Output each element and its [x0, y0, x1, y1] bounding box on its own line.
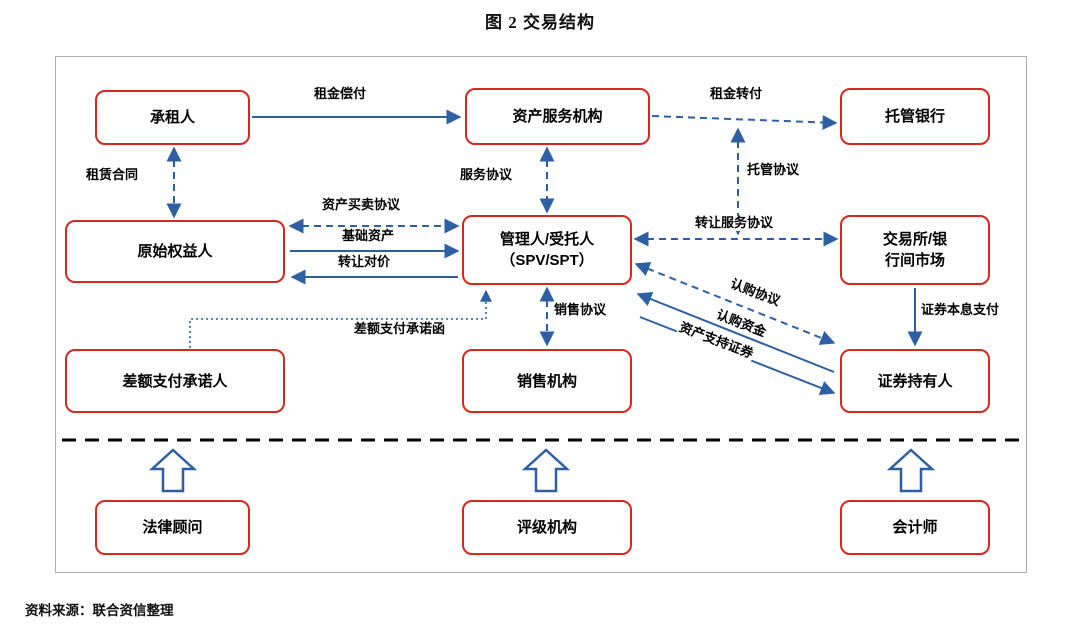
node-security-holders-label: 证券持有人 [877, 372, 953, 390]
edge-label-rent-payment: 租金偿付 [312, 86, 369, 102]
node-shortfall-guarantor: 差额支付承诺人 [65, 349, 285, 413]
node-legal-counsel-label: 法律顾问 [142, 519, 203, 536]
node-accountant-label: 会计师 [892, 519, 938, 536]
figure-title: 图 2 交易结构 [485, 13, 595, 32]
node-sales-agency-label: 销售机构 [516, 372, 577, 390]
edge-label-shortfall-commitment-letter: 差额支付承诺函 [352, 321, 448, 337]
edge-label-service-agreement: 服务协议 [458, 167, 515, 183]
node-asset-servicer-label: 资产服务机构 [512, 108, 603, 125]
node-originator: 原始权益人 [65, 220, 285, 283]
node-rating-agency-label: 评级机构 [516, 519, 577, 536]
node-manager-spv: 管理人/受托人 （SPV/SPT） [462, 215, 632, 285]
node-lessee: 承租人 [95, 90, 250, 145]
node-legal-counsel: 法律顾问 [95, 500, 250, 555]
node-accountant: 会计师 [840, 500, 990, 555]
node-manager-spv-label-line2: （SPV/SPT） [500, 252, 594, 269]
node-exchange-market: 交易所/银 行间市场 [840, 215, 990, 285]
edge-label-custody-agreement: 托管协议 [745, 162, 802, 178]
node-sales-agency: 销售机构 [462, 349, 632, 413]
node-asset-servicer: 资产服务机构 [465, 88, 650, 145]
edge-label-underlying-assets: 基础资产 [340, 228, 397, 244]
node-exchange-market-label-line2: 行间市场 [884, 252, 945, 269]
node-custodian-bank-label: 托管银行 [884, 108, 945, 125]
node-security-holders: 证券持有人 [840, 349, 990, 413]
edge-label-asset-sale-agreement: 资产买卖协议 [320, 197, 403, 213]
edge-label-rent-transfer: 租金转付 [708, 86, 765, 102]
node-manager-spv-label-line1: 管理人/受托人 [499, 231, 595, 248]
edge-label-lease-contract: 租赁合同 [84, 167, 141, 183]
edge-label-transfer-consideration: 转让对价 [336, 254, 393, 270]
source-note: 资料来源：联合资信整理 [25, 603, 174, 618]
edge-label-sales-agreement: 销售协议 [552, 302, 609, 318]
node-originator-label: 原始权益人 [137, 243, 213, 260]
node-rating-agency: 评级机构 [462, 500, 632, 555]
node-custodian-bank: 托管银行 [840, 88, 990, 145]
node-shortfall-guarantor-label: 差额支付承诺人 [122, 372, 228, 390]
edge-label-transfer-service-agreement: 转让服务协议 [693, 215, 776, 231]
node-lessee-label: 承租人 [149, 109, 195, 126]
node-exchange-market-label-line1: 交易所/银 [882, 231, 948, 248]
edge-label-principal-interest-payment: 证券本息支付 [919, 302, 1002, 318]
